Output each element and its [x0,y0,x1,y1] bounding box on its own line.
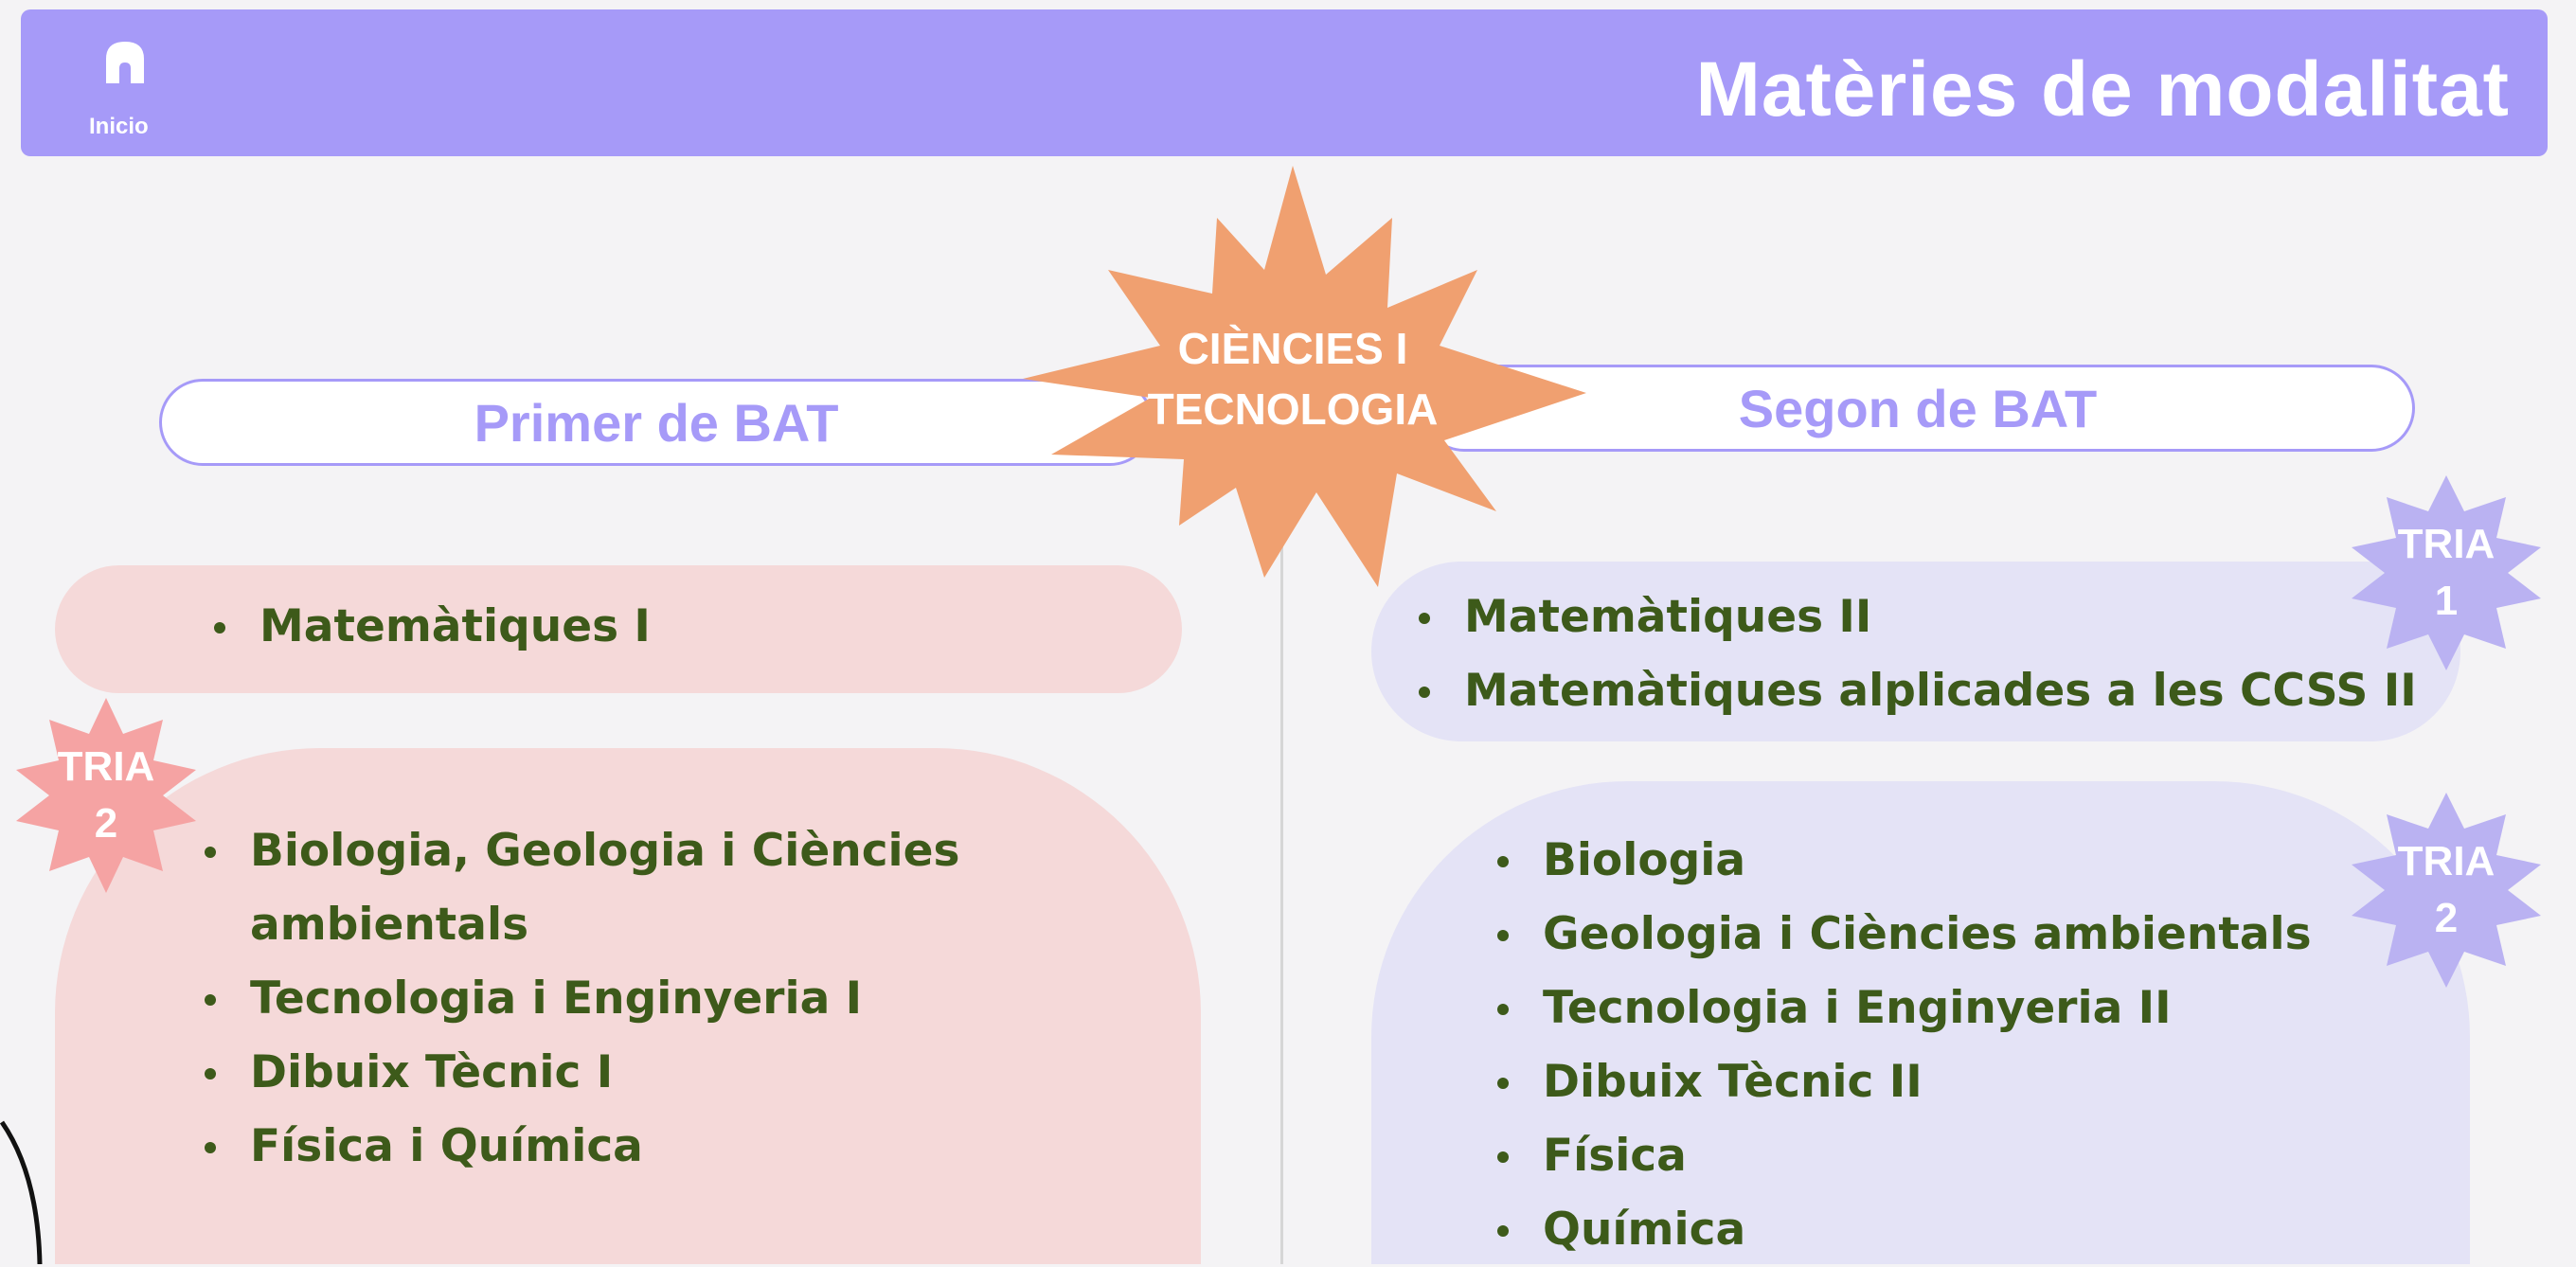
list-item: Matemàtiques alplicades a les CCSS II [1411,654,2460,728]
list-item: Química [1490,1193,2470,1267]
badge-line-2: 1 [2434,578,2459,624]
science-burst-shape [1023,166,1586,587]
list-item: Geologia i Ciències ambientals [1490,898,2470,972]
science-burst-label: CIÈNCIES I TECNOLOGIA [1075,312,1511,445]
list-item: Física i Química [197,1110,1201,1184]
home-button[interactable]: Inicio [59,38,172,142]
first-year-title: Primer de BAT [474,392,839,453]
list-item: Dibuix Tècnic II [1490,1045,2470,1119]
choice-badge-star [16,698,196,893]
badge-line-1: TRIA [2397,521,2496,567]
second-year-pill: Segon de BAT [1421,365,2415,452]
second-year-options-panel: Biologia Geologia i Ciències ambientals … [1371,781,2470,1264]
list-item-line: ambientals [250,899,529,951]
badge-line-2: 2 [94,800,118,847]
choice-badge-star [2352,475,2541,670]
list-item: Biologia [1490,824,2470,898]
list-item: Tecnologia i Enginyeria I [197,962,1201,1036]
choice-badge-second-options: TRIA 2 [2347,829,2546,952]
first-year-pill: Primer de BAT [159,379,1154,466]
choice-badge-first: TRIA 2 [11,734,201,857]
list-item: Tecnologia i Enginyeria II [1490,972,2470,1045]
burst-line-2: TECNOLOGIA [1147,384,1439,434]
list-item: Matemàtiques I [206,590,1182,664]
list-item: Matemàtiques II [1411,580,2460,654]
list-item: Dibuix Tècnic I [197,1036,1201,1110]
home-icon [106,42,144,83]
decorative-arc [0,1120,43,1264]
second-year-core-list: Matemàtiques II Matemàtiques alplicades … [1411,580,2460,728]
badge-line-2: 2 [2434,895,2459,941]
badge-line-1: TRIA [57,743,155,790]
burst-line-1: CIÈNCIES I [1177,324,1408,373]
list-item: Biologia, Geologia i Ciències ambientals [197,814,1201,962]
second-year-title: Segon de BAT [1738,378,2098,438]
list-item-line: Biologia, Geologia i Ciències [250,825,960,877]
second-year-options-list: Biologia Geologia i Ciències ambientals … [1490,824,2470,1267]
home-label: Inicio [89,114,149,139]
page-title: Matèries de modalitat [1695,46,2510,133]
choice-badge-star [2352,793,2541,988]
first-year-core-list: Matemàtiques I [206,590,1182,664]
badge-line-1: TRIA [2397,838,2496,884]
first-year-options-panel: Biologia, Geologia i Ciències ambientals… [55,748,1201,1264]
column-divider [1280,526,1283,1264]
first-year-core-panel: Matemàtiques I [55,565,1182,693]
list-item: Física [1490,1119,2470,1193]
second-year-core-panel: Matemàtiques II Matemàtiques alplicades … [1371,562,2460,741]
choice-badge-second-core: TRIA 1 [2347,511,2546,634]
first-year-options-list: Biologia, Geologia i Ciències ambientals… [197,814,1201,1184]
header-bar: Inicio Matèries de modalitat [21,9,2548,156]
